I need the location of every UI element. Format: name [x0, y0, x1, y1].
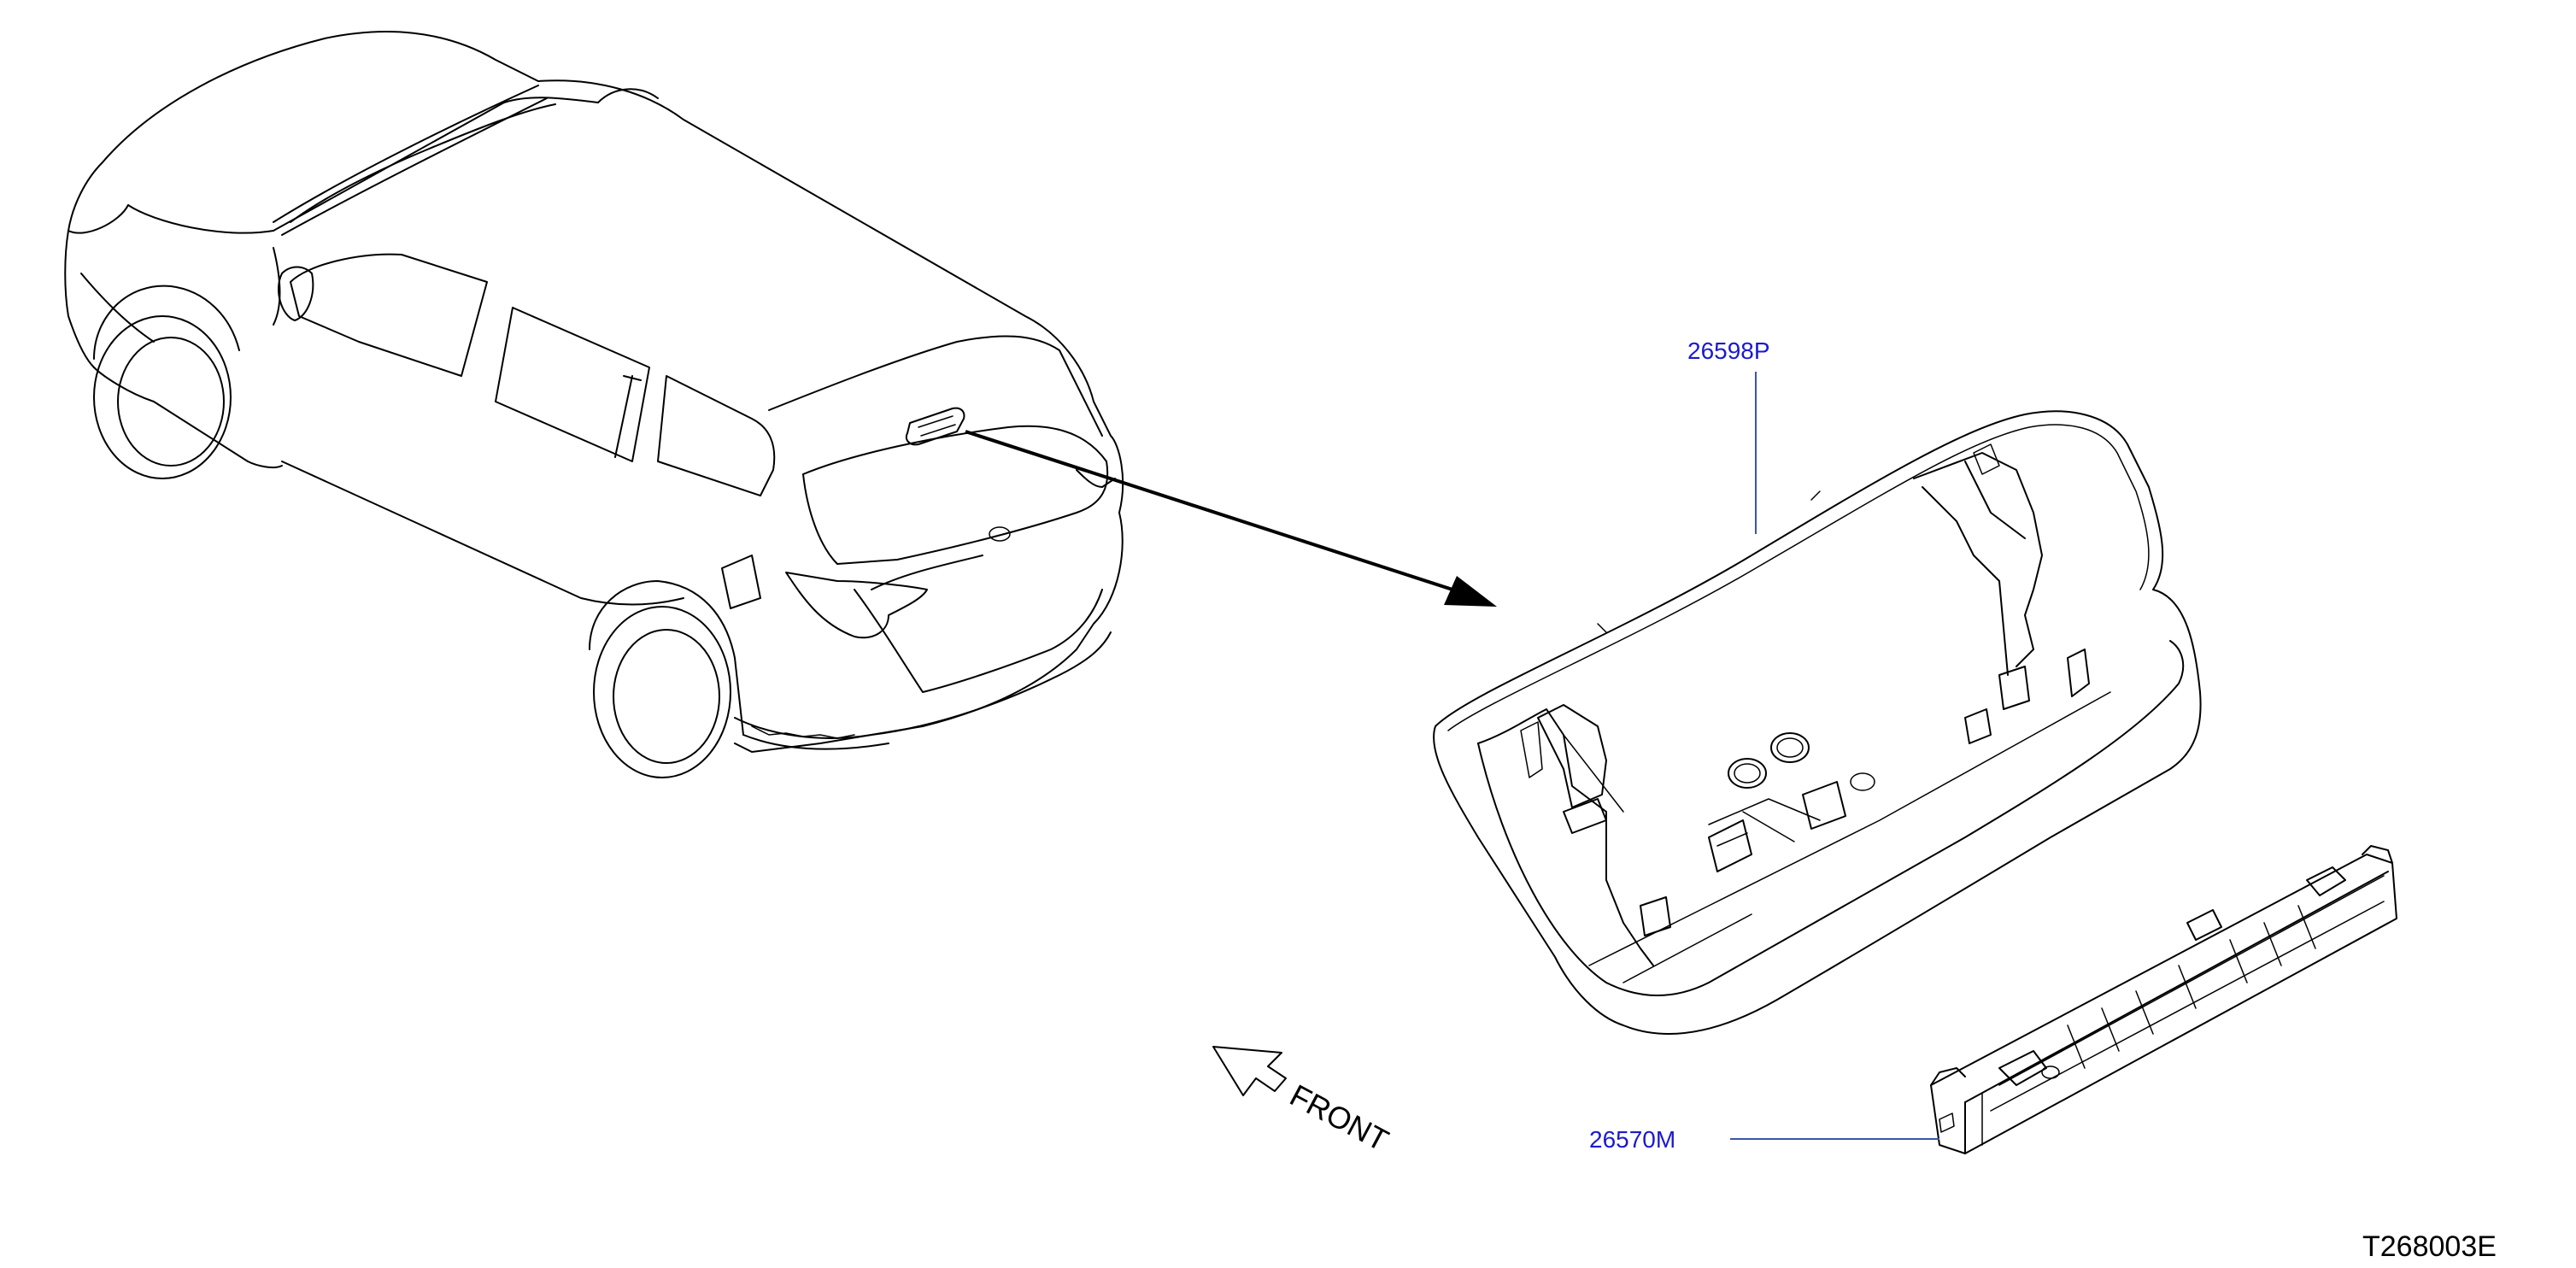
- detail-arrow: [965, 430, 1497, 607]
- callout-26598P: 26598P: [1687, 338, 1770, 364]
- diagram-code: T268003E: [2362, 1230, 2497, 1263]
- vehicle-illustration: [64, 31, 1124, 778]
- front-label: FRONT: [1284, 1077, 1394, 1158]
- lamp-housing-26598P: [1433, 410, 2202, 1035]
- callout-26570M: 26570M: [1589, 1126, 1675, 1153]
- outline-arrow-left-up-icon: [1212, 1046, 1287, 1096]
- front-direction-indicator: FRONT: [1212, 1046, 1394, 1158]
- stop-lamp-26570M: [1930, 845, 2397, 1154]
